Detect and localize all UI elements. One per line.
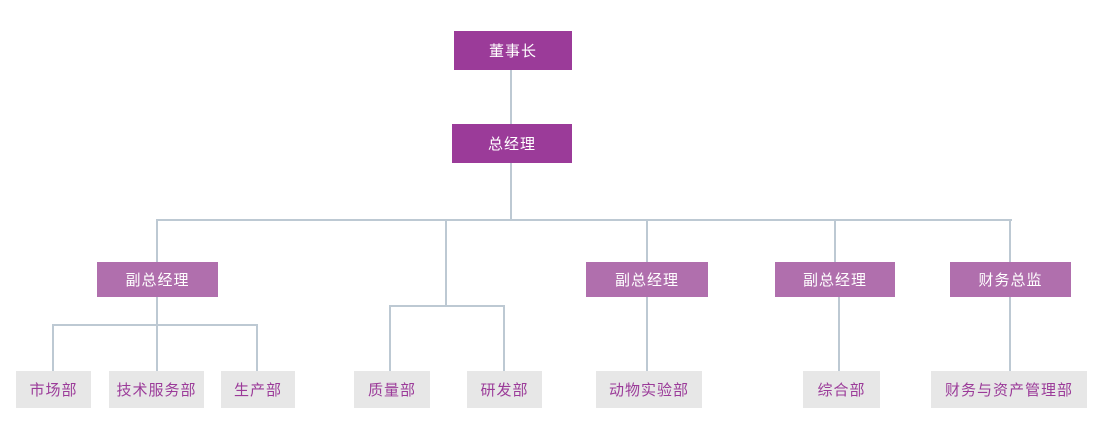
node-marketing-dept: 市场部 xyxy=(16,371,91,408)
connector-drop-production xyxy=(256,326,258,371)
connector-drop-animal-lab xyxy=(646,297,648,371)
connector-main-horizontal xyxy=(156,219,1012,221)
connector-drop-deputy-gm-2 xyxy=(646,221,648,262)
connector-chairman-gm xyxy=(510,70,512,124)
node-rd-dept: 研发部 xyxy=(467,371,542,408)
connector-drop-rd xyxy=(503,307,505,371)
connector-quality-rd-horizontal xyxy=(389,305,505,307)
node-animal-lab-dept: 动物实验部 xyxy=(596,371,702,408)
connector-deputy-gm-1-horizontal xyxy=(52,324,258,326)
connector-drop-finance-asset xyxy=(1009,297,1011,371)
node-deputy-gm-2: 副总经理 xyxy=(586,262,708,297)
node-general-affairs-dept: 综合部 xyxy=(803,371,880,408)
connector-drop-tech-service xyxy=(156,326,158,371)
connector-drop-deputy-gm-3 xyxy=(834,221,836,262)
connector-drop-general-affairs xyxy=(838,297,840,371)
node-finance-director: 财务总监 xyxy=(950,262,1071,297)
node-production-dept: 生产部 xyxy=(221,371,295,408)
connector-drop-finance-director xyxy=(1009,221,1011,262)
connector-drop-marketing xyxy=(52,326,54,371)
connector-drop-quality-rd xyxy=(445,221,447,306)
node-chairman: 董事长 xyxy=(454,31,572,70)
node-deputy-gm-1: 副总经理 xyxy=(97,262,218,297)
connector-drop-quality xyxy=(389,307,391,371)
node-quality-dept: 质量部 xyxy=(354,371,430,408)
connector-drop-deputy-gm-1 xyxy=(156,221,158,262)
node-tech-service-dept: 技术服务部 xyxy=(109,371,204,408)
node-general-manager: 总经理 xyxy=(452,124,572,163)
node-finance-asset-dept: 财务与资产管理部 xyxy=(931,371,1087,408)
connector-deputy-gm-1-trunk xyxy=(156,297,158,325)
node-deputy-gm-3: 副总经理 xyxy=(775,262,895,297)
connector-gm-trunk xyxy=(510,163,512,220)
